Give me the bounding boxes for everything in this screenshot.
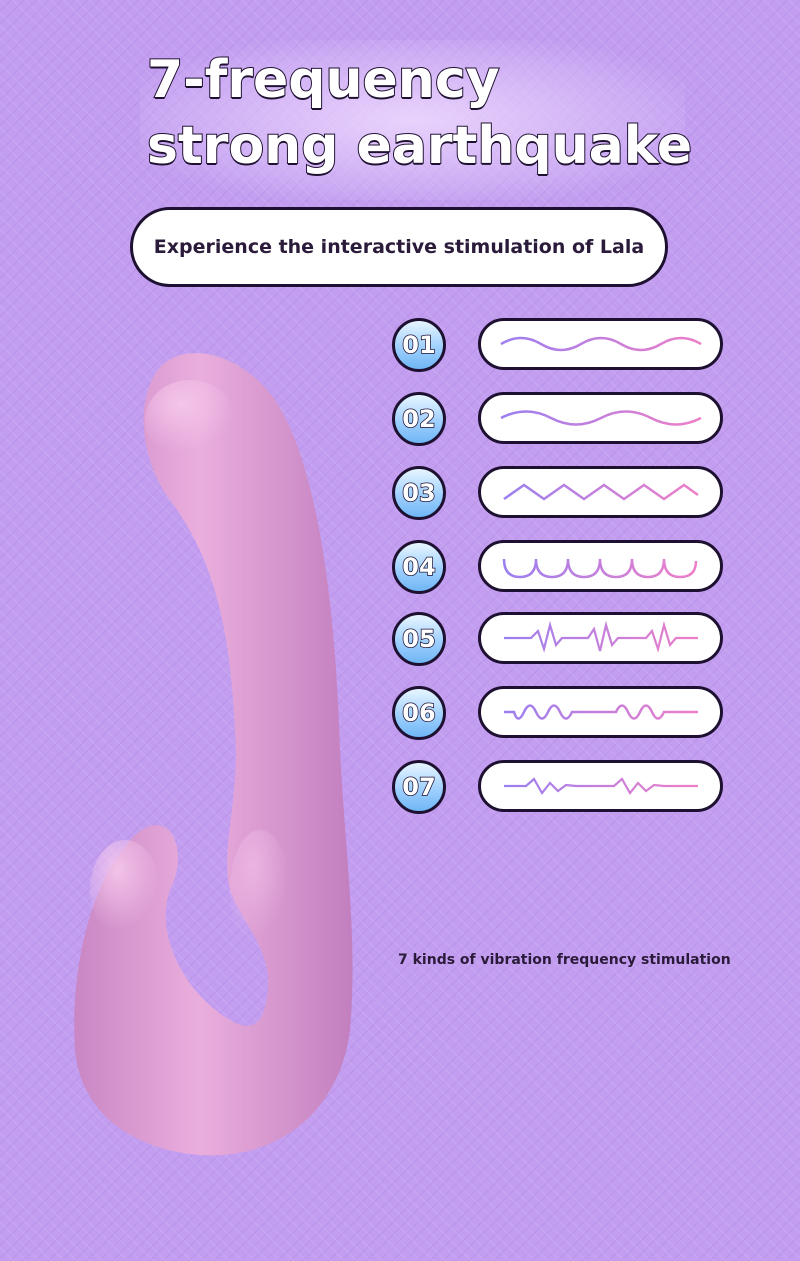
mode-02-wave-pill [478, 392, 723, 444]
spike-burst-wave-icon [503, 621, 698, 653]
mode-06-badge: 06 [392, 686, 446, 740]
subtitle-banner: Experience the interactive stimulation o… [130, 207, 668, 287]
mode-number: 04 [402, 552, 437, 582]
smooth-sine-wave-icon [499, 336, 702, 352]
mode-05-badge: 05 [392, 612, 446, 666]
mode-number: 01 [402, 330, 437, 360]
title-glow [140, 40, 685, 200]
headline-line-1: 7-frequency [146, 50, 501, 110]
headline-line-2: strong earthquake [146, 116, 693, 176]
zigzag-wave-icon [502, 483, 699, 501]
pulse-block-wave-icon [503, 704, 698, 720]
mode-03-badge: 03 [392, 466, 446, 520]
mixed-zigzag-wave-icon [503, 777, 698, 795]
mode-number: 03 [402, 478, 437, 508]
frequency-caption: 7 kinds of vibration frequency stimulati… [398, 952, 731, 968]
deep-scallop-wave-icon [502, 558, 697, 579]
mode-04-badge: 04 [392, 540, 446, 594]
mode-number: 07 [402, 772, 437, 802]
mode-02-badge: 02 [392, 392, 446, 446]
mode-number: 02 [402, 404, 437, 434]
mode-number: 05 [402, 624, 437, 654]
mode-01-wave-pill [478, 318, 723, 370]
mode-04-wave-pill [478, 540, 723, 592]
wide-sine-wave-icon [499, 410, 702, 426]
mode-05-wave-pill [478, 612, 723, 664]
subtitle-text: Experience the interactive stimulation o… [153, 236, 645, 258]
mode-07-wave-pill [478, 760, 723, 812]
mode-number: 06 [402, 698, 437, 728]
mode-07-badge: 07 [392, 760, 446, 814]
product-shaft [74, 353, 353, 1156]
product-illustration [74, 353, 353, 1156]
mode-03-wave-pill [478, 466, 723, 518]
mode-01-badge: 01 [392, 318, 446, 372]
mode-06-wave-pill [478, 686, 723, 738]
